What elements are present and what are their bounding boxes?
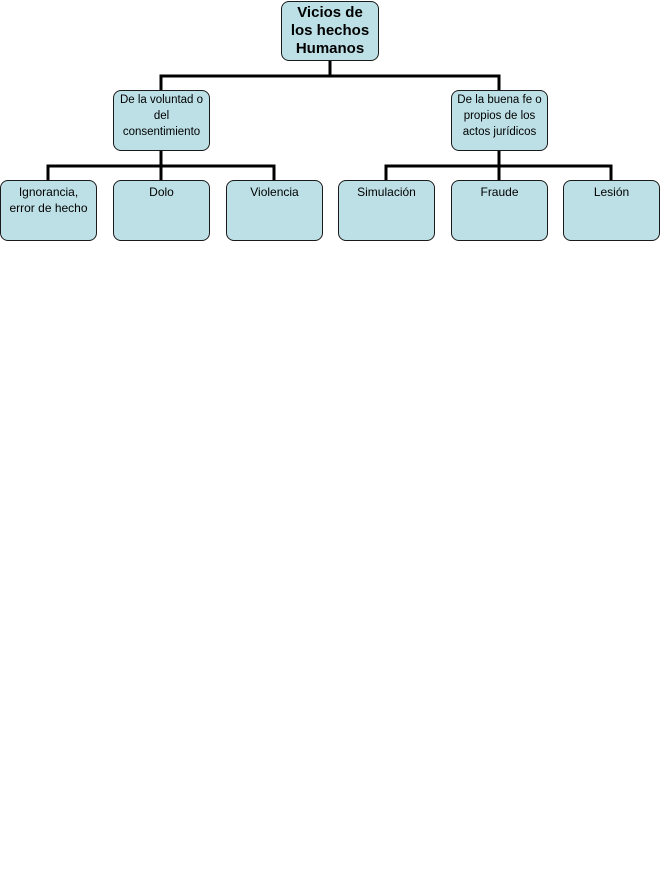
leaf-node-dolo: Dolo [113,180,210,241]
branch-node-buena-fe-label: De la buena fe o propios de los actos ju… [457,94,542,138]
leaf-node-simulacion-label: Simulación [357,185,416,199]
leaf-node-lesion-label: Lesión [593,185,630,199]
branch-node-buena-fe: De la buena fe o propios de los actos ju… [451,90,548,151]
leaf-node-violencia: Violencia [226,180,323,241]
root-node: Vicios de los hechos Humanos [281,1,379,61]
leaf-node-violencia-label: Violencia [250,185,299,199]
branch-node-voluntad: De la voluntad o del consentimiento [113,90,210,151]
leaf-node-lesion: Lesión [563,180,660,241]
leaf-node-fraude-label: Fraude [480,185,519,199]
branch-node-voluntad-label: De la voluntad o del consentimiento [119,94,204,138]
leaf-node-ignorancia-label: Ignorancia, error de hecho [9,185,88,215]
leaf-node-ignorancia: Ignorancia, error de hecho [0,180,97,241]
leaf-node-fraude: Fraude [451,180,548,241]
leaf-node-dolo-label: Dolo [149,185,174,199]
root-node-label: Vicios de los hechos Humanos [290,4,370,57]
leaf-node-simulacion: Simulación [338,180,435,241]
